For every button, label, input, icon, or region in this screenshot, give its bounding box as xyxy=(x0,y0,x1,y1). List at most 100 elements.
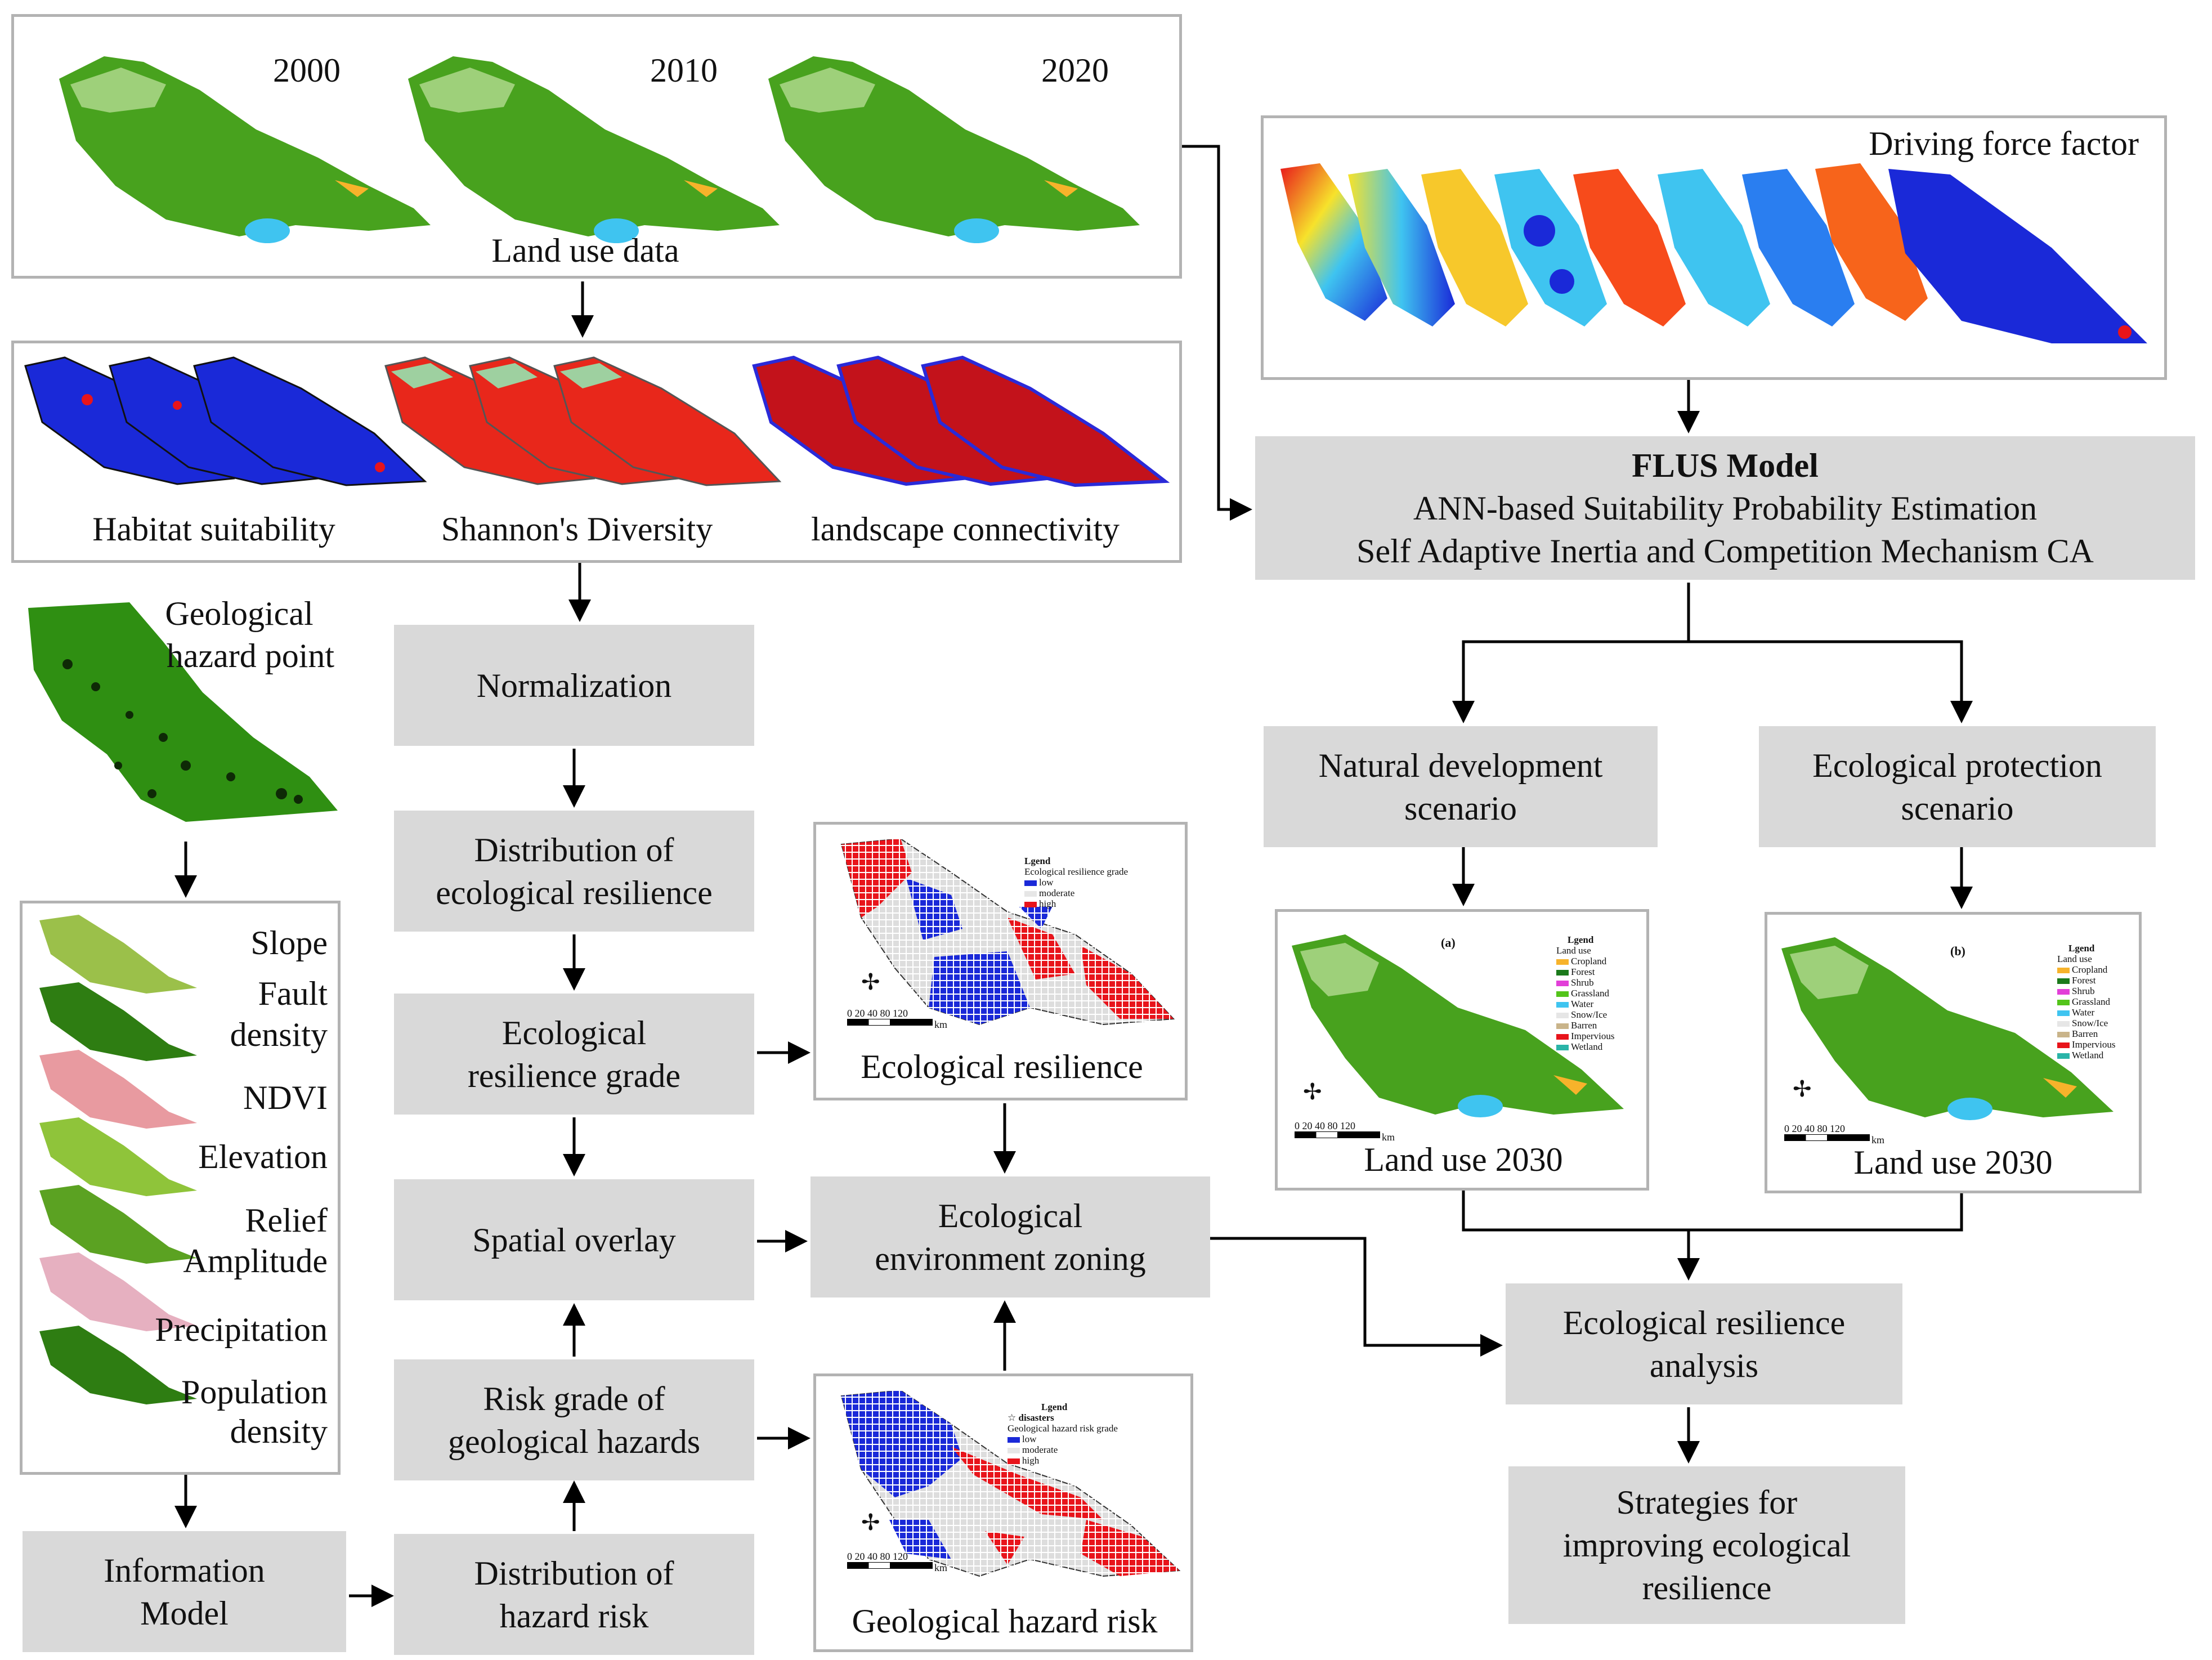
land-use-2030-a-panel: (a) Lgend Land use Cropland Forest Shrub… xyxy=(1275,909,1649,1191)
flus-model-line2: ANN-based Suitability Probability Estima… xyxy=(1413,489,2038,527)
land-use-b-item-shrub: Shrub xyxy=(2057,986,2115,996)
land-use-b-item-snow: Snow/Ice xyxy=(2057,1018,2115,1028)
hazard-legend-title: Lgend xyxy=(1041,1402,1068,1412)
hazard-scale-bar xyxy=(847,1562,933,1569)
risk-grade-line1: Risk grade of xyxy=(483,1380,665,1417)
land-use-map-2020 xyxy=(768,56,1140,243)
resilience-scale-unit: km xyxy=(934,1019,948,1030)
high-swatch xyxy=(1008,1458,1020,1465)
distribution-hazard-box: Distribution of hazard risk xyxy=(394,1534,754,1655)
information-model-line1: Information xyxy=(104,1551,265,1589)
land-use-b-scale-bar xyxy=(1784,1134,1870,1141)
geological-hazard-risk-caption: Geological hazard risk xyxy=(852,1603,1158,1640)
natural-scenario-line1: Natural development xyxy=(1318,746,1603,784)
distribution-resilience-line1: Distribution of xyxy=(474,831,674,869)
geological-hazard-point-map xyxy=(28,602,338,822)
barren-label: Barren xyxy=(1571,1020,1597,1031)
geological-hazard-risk-panel: Lgend ☆ disasters Geological hazard risk… xyxy=(813,1373,1193,1652)
land-use-2030-b-caption: Land use 2030 xyxy=(1853,1144,2053,1181)
flus-model-box: FLUS Model ANN-based Suitability Probabi… xyxy=(1255,436,2195,580)
hazard-legend-high: high xyxy=(1008,1455,1118,1466)
land-use-2030-a-tag: (a) xyxy=(1441,936,1456,950)
land-use-a-item-cropland: Cropland xyxy=(1556,956,1614,967)
geological-hazard-point-label-2: hazard point xyxy=(166,637,335,674)
strategies-box: Strategies for improving ecological resi… xyxy=(1508,1466,1905,1624)
forest-swatch xyxy=(2057,978,2070,985)
resilience-analysis-line2: analysis xyxy=(1649,1346,1759,1384)
normalization-box: Normalization xyxy=(394,625,754,746)
water-label: Water xyxy=(2072,1007,2095,1018)
natural-scenario-box: Natural development scenario xyxy=(1264,726,1658,847)
land-use-b-item-wetland: Wetland xyxy=(2057,1050,2115,1061)
low-label: low xyxy=(1039,877,1054,888)
distribution-hazard-line2: hazard risk xyxy=(499,1597,649,1635)
land-use-b-item-grassland: Grassland xyxy=(2057,996,2115,1007)
cropland-swatch xyxy=(2057,968,2070,974)
protection-scenario-box: Ecological protection scenario xyxy=(1759,726,2156,847)
land-use-b-legend: Lgend Land use Cropland Forest Shrub Gra… xyxy=(2057,943,2115,1061)
resilience-legend-high: high xyxy=(1024,898,1128,909)
resilience-grade-box: Ecological resilience grade xyxy=(394,994,754,1115)
moderate-swatch xyxy=(1008,1448,1020,1454)
grassland-label: Grassland xyxy=(1571,988,1609,999)
land-use-a-legend-title: Lgend xyxy=(1568,934,1594,945)
land-use-a-item-water: Water xyxy=(1556,999,1614,1009)
arrow-landuse-to-flus xyxy=(1182,145,1252,521)
impervious-swatch xyxy=(1556,1034,1569,1040)
landscape-connectivity-caption: landscape connectivity xyxy=(811,511,1120,548)
high-label: high xyxy=(1039,898,1056,909)
land-use-2030-b-map xyxy=(1781,937,2114,1120)
impervious-label: Impervious xyxy=(1571,1031,1615,1041)
arrow-flus-to-protection xyxy=(1689,640,1973,723)
land-use-a-item-shrub: Shrub xyxy=(1556,977,1614,988)
resilience-scale-text: 0 20 40 80 120 xyxy=(847,1008,908,1019)
snow-label: Snow/Ice xyxy=(2072,1018,2108,1028)
land-use-2030-b-panel: (b) Lgend Land use Cropland Forest Shrub… xyxy=(1765,912,2142,1193)
snow-swatch xyxy=(2057,1021,2070,1027)
normalization-label: Normalization xyxy=(476,666,672,704)
factor-fault: Fault xyxy=(258,975,328,1012)
resilience-analysis-line1: Ecological resilience xyxy=(1562,1304,1846,1341)
strategies-line3: resilience xyxy=(1642,1569,1772,1607)
hazard-scale-unit: km xyxy=(934,1562,948,1573)
hazard-legend-moderate: moderate xyxy=(1008,1444,1118,1455)
flus-model-line3: Self Adaptive Inertia and Competition Me… xyxy=(1356,532,2094,570)
impervious-swatch xyxy=(2057,1042,2070,1049)
moderate-label: moderate xyxy=(1039,888,1075,898)
risk-grade-box: Risk grade of geological hazards xyxy=(394,1359,754,1480)
land-use-b-item-barren: Barren xyxy=(2057,1028,2115,1039)
strategies-line1: Strategies for xyxy=(1616,1484,1798,1521)
flus-model-title: FLUS Model xyxy=(1632,446,1819,484)
cropland-swatch xyxy=(1556,959,1569,965)
shannon-diversity-maps xyxy=(384,356,782,486)
star-icon: ☆ xyxy=(1008,1412,1019,1423)
land-use-a-item-wetland: Wetland xyxy=(1556,1041,1614,1052)
connector-landuse-a-b xyxy=(1462,1191,1963,1232)
forest-label: Forest xyxy=(1571,967,1595,977)
moderate-swatch xyxy=(1024,891,1037,897)
distribution-resilience-box: Distribution of ecological resilience xyxy=(394,811,754,932)
factors-panel: Slope Fault density NDVI Elevation Relie… xyxy=(20,901,341,1475)
resilience-grid-map xyxy=(839,839,1176,1036)
environment-zoning-box: Ecological environment zoning xyxy=(811,1176,1210,1297)
resilience-legend-moderate: moderate xyxy=(1024,888,1128,898)
risk-grade-line2: geological hazards xyxy=(447,1422,701,1460)
grassland-swatch xyxy=(1556,991,1569,997)
water-swatch xyxy=(1556,1002,1569,1008)
factor-population-density: density xyxy=(230,1413,328,1450)
strategies-line2: improving ecological xyxy=(1562,1527,1851,1564)
forest-swatch xyxy=(1556,970,1569,976)
factor-fault-density: density xyxy=(230,1016,328,1053)
shrub-label: Shrub xyxy=(2072,986,2095,996)
protection-scenario-line1: Ecological protection xyxy=(1812,746,2102,784)
hazard-legend-sub: Geological hazard risk grade xyxy=(1008,1423,1118,1434)
wetland-swatch xyxy=(1556,1045,1569,1051)
protection-scenario-line2: scenario xyxy=(1901,789,2014,827)
land-use-b-item-forest: Forest xyxy=(2057,975,2115,986)
hazard-legend-low: low xyxy=(1008,1434,1118,1444)
year-2020-label: 2020 xyxy=(1041,52,1109,89)
resilience-grade-line1: Ecological xyxy=(501,1014,647,1052)
factor-precipitation: Precipitation xyxy=(155,1311,328,1348)
factor-maps xyxy=(39,915,197,1404)
habitat-suitability-caption: Habitat suitability xyxy=(92,511,335,548)
